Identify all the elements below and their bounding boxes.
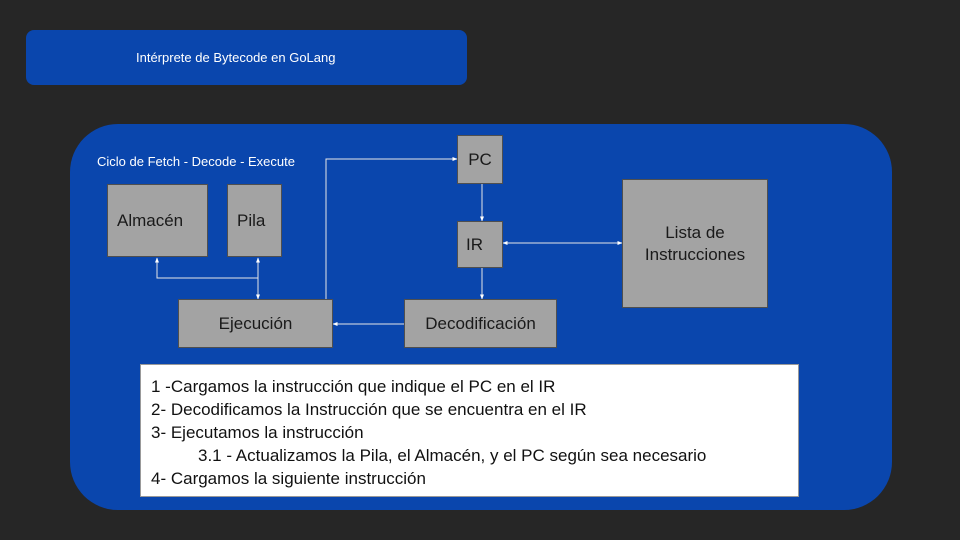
lista-label-line2: Instrucciones xyxy=(644,244,746,264)
step-2: 2- Decodificamos la Instrucción que se e… xyxy=(151,400,587,419)
ir-label: IR xyxy=(466,234,483,254)
steps-note: 1 -Cargamos la instrucción que indique e… xyxy=(140,364,799,497)
lista-label-line1: Lista de xyxy=(665,222,725,242)
ejecucion-node: Ejecución xyxy=(178,299,333,348)
lista-instrucciones-node: Lista de Instrucciones xyxy=(622,179,768,308)
pila-node: Pila xyxy=(227,184,282,257)
step-3: 3- Ejecutamos la instrucción xyxy=(151,423,364,442)
decodificacion-node: Decodificación xyxy=(404,299,557,348)
pc-label: PC xyxy=(468,149,492,169)
step-4: 4- Cargamos la siguiente instrucción xyxy=(151,469,426,488)
almacen-label: Almacén xyxy=(117,211,184,230)
title-banner: Intérprete de Bytecode en GoLang xyxy=(26,30,467,85)
step-1: 1 -Cargamos la instrucción que indique e… xyxy=(151,377,556,396)
page-title: Intérprete de Bytecode en GoLang xyxy=(136,50,336,65)
panel-caption: Ciclo de Fetch - Decode - Execute xyxy=(97,154,295,169)
almacen-node: Almacén xyxy=(107,184,208,257)
ejecucion-label: Ejecución xyxy=(218,313,293,333)
step-3-1: 3.1 - Actualizamos la Pila, el Almacén, … xyxy=(198,446,707,465)
decodificacion-label: Decodificación xyxy=(425,313,536,333)
pila-label: Pila xyxy=(237,211,266,230)
ir-node: IR xyxy=(457,221,503,268)
pc-node: PC xyxy=(457,135,503,184)
